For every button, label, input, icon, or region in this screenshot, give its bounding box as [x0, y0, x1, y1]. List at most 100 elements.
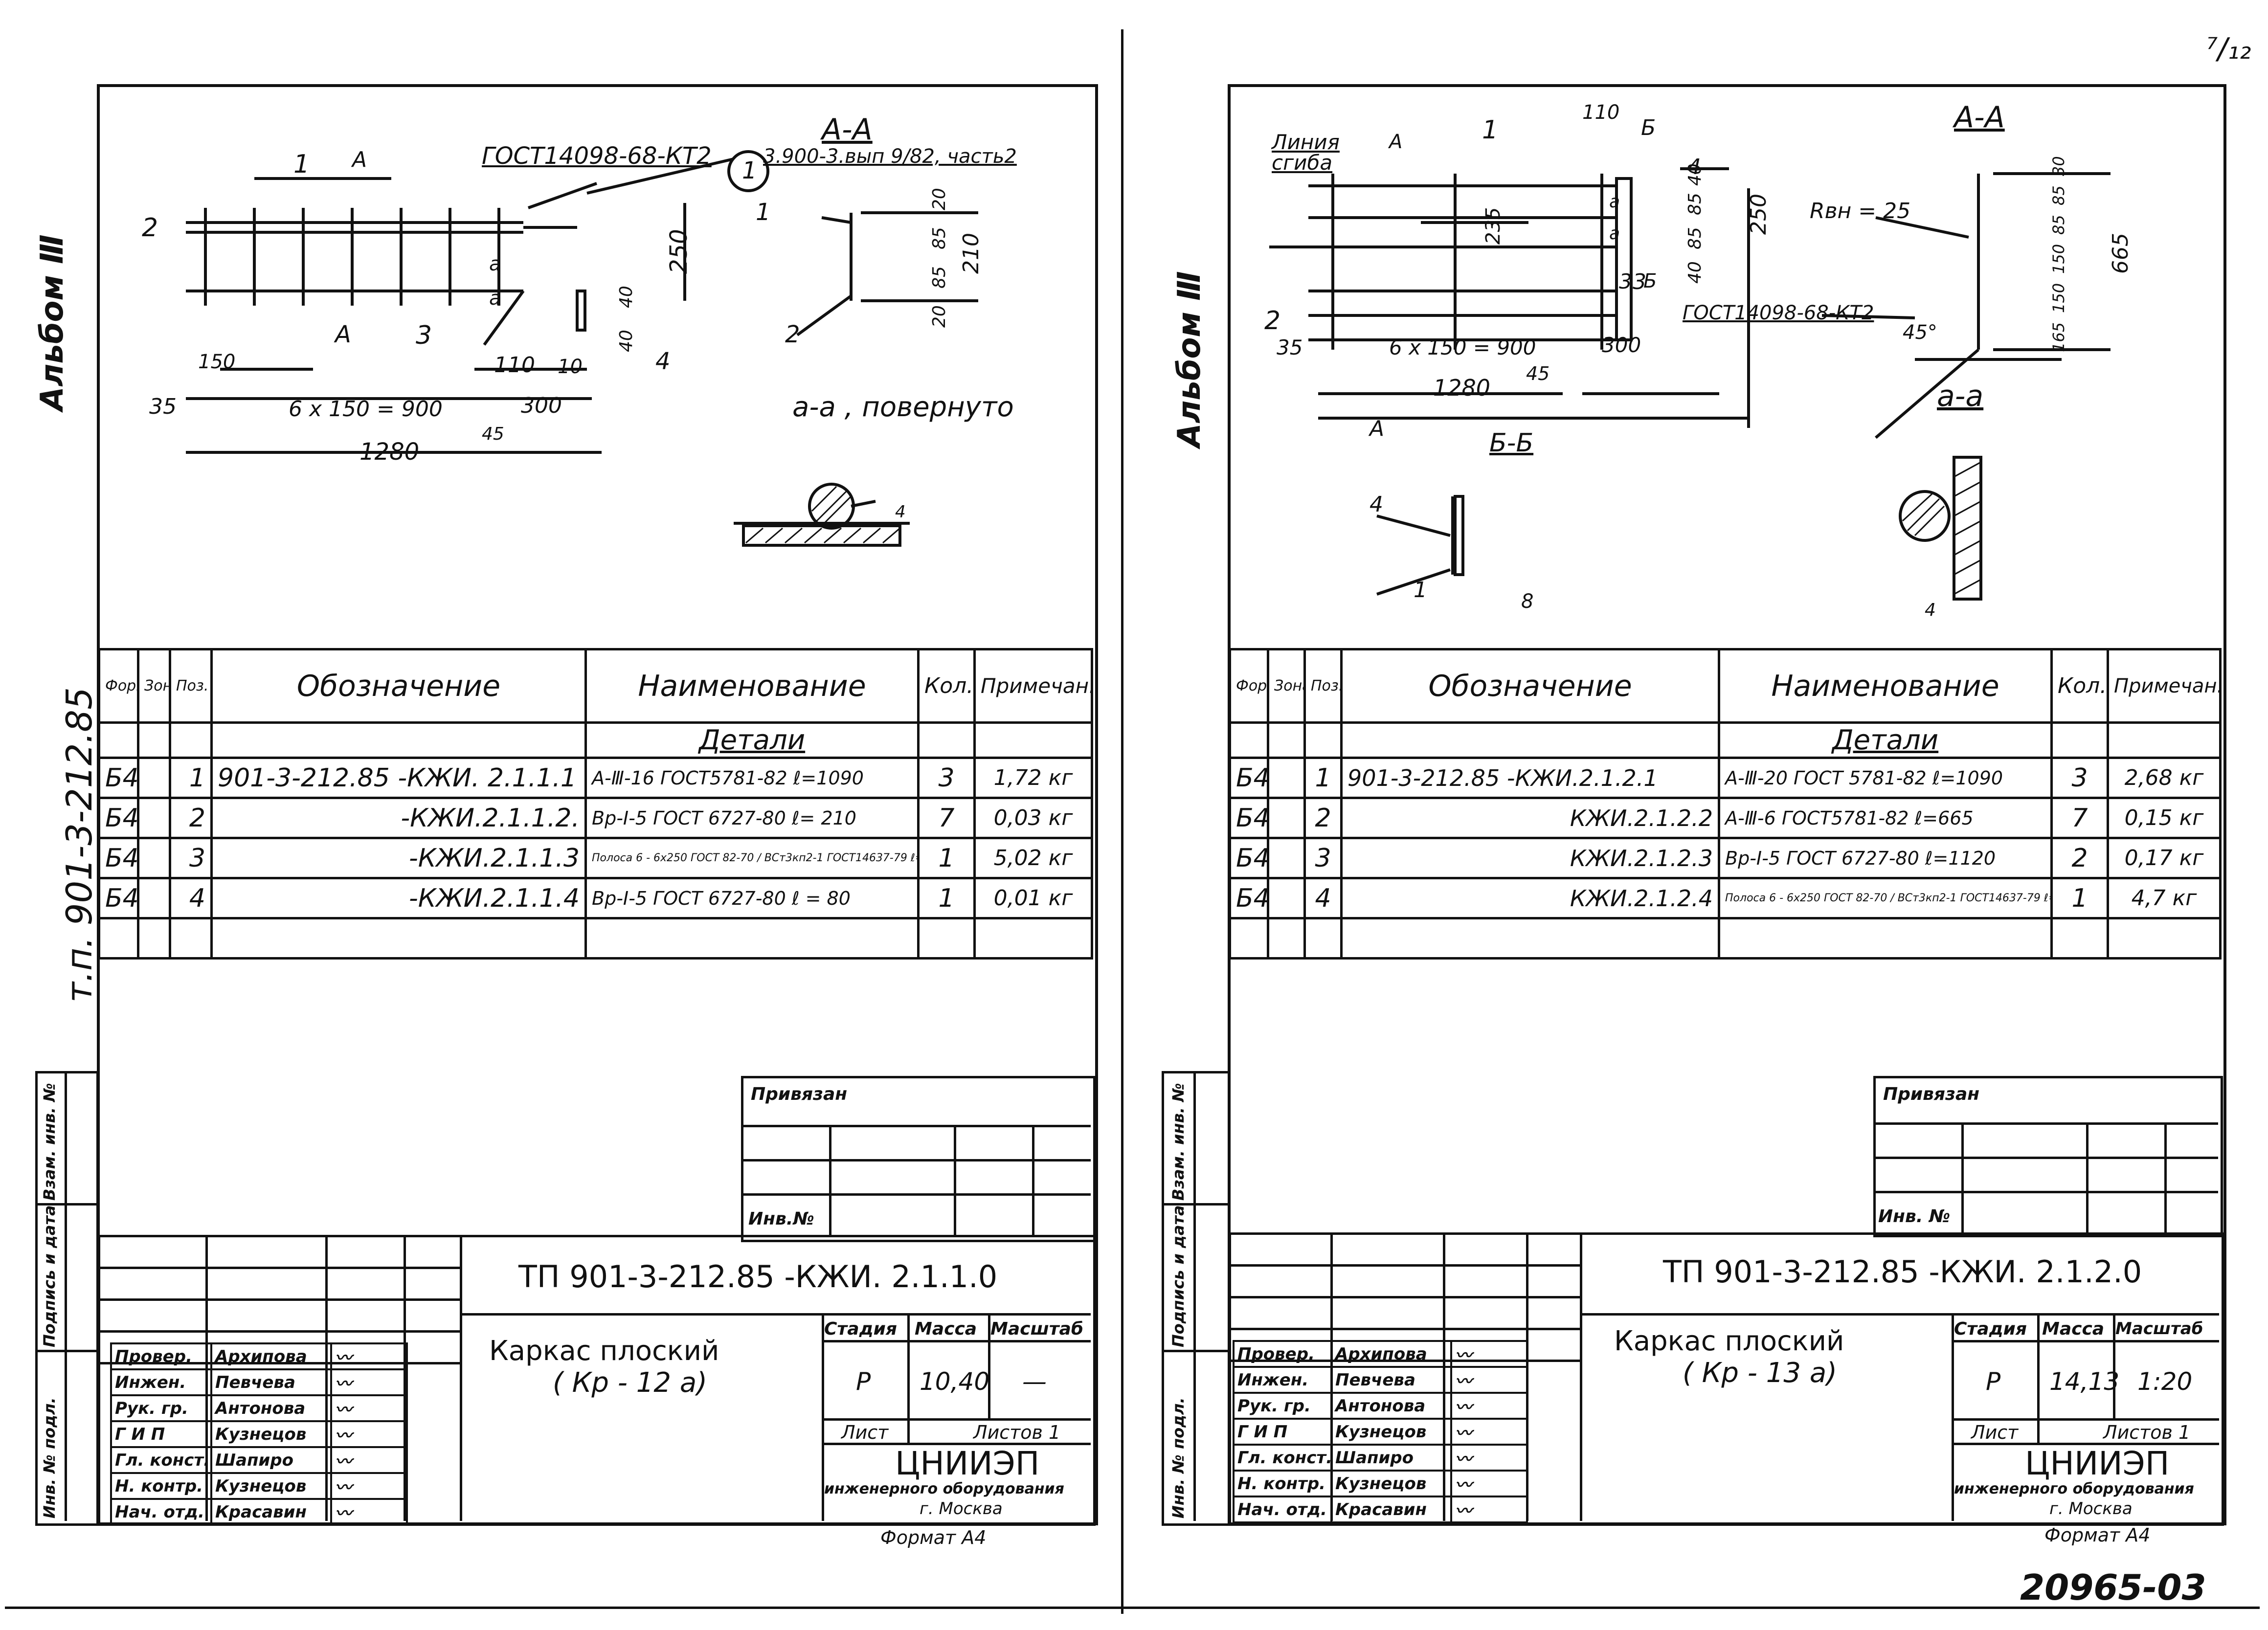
right-bend-line: Линия сгиба — [1272, 130, 1340, 175]
left-privyazan-label: Привязан — [751, 1084, 848, 1104]
left-dim-45: 45 — [482, 424, 504, 444]
left-series-ref: 3.900-3.вып 9/82, часть2 — [763, 145, 1017, 168]
right-city: г. Москва — [2049, 1499, 2133, 1518]
right-pos-1: 1 — [1482, 115, 1499, 145]
right-section-aa-small: а-а — [1937, 379, 1984, 413]
right-dim-900: 6 x 150 = 900 — [1389, 335, 1536, 359]
left-gost-weld: ГОСТ14098-68-КТ2 — [482, 142, 712, 170]
left-dim-900: 6 x 150 = 900 — [289, 397, 443, 422]
left-section-aa-label: А-А — [822, 112, 873, 147]
hdr-format: Формат — [98, 648, 139, 724]
right-mass-label: Масса — [2042, 1319, 2105, 1339]
right-spec-table: Формат Зона Поз. Обозначение Наименовани… — [1229, 648, 2222, 960]
drawing-right — [1269, 167, 2111, 601]
left-dim-20b: 20 — [929, 305, 949, 328]
right-letter-a1: А — [1389, 131, 1403, 153]
center-divider — [1121, 29, 1123, 1614]
left-dim-150: 150 — [198, 351, 236, 373]
left-letter-a2: А — [335, 321, 351, 348]
left-dim-300: 300 — [521, 393, 562, 418]
left-title-main: Каркас плоский — [489, 1335, 719, 1367]
left-side-stamp-vzam: Взам. инв. № — [40, 1083, 59, 1201]
right-title-sub: ( Кр - 13 а) — [1683, 1357, 1837, 1389]
left-sec-pos-1: 1 — [756, 199, 771, 226]
right-side-stamp-inv: Инв. № подл. — [1169, 1397, 1188, 1518]
right-pos-4: 4 — [1687, 155, 1701, 179]
right-sheets-label: Листов 1 — [2103, 1422, 2191, 1443]
hdr-designation: Обозначение — [210, 648, 587, 724]
left-side-stamp-inv: Инв. № подл. — [40, 1397, 59, 1518]
right-dim-165: 165 — [2049, 322, 2068, 352]
left-staff-table: Провер.Архипова〰 Инжен.Певчева〰 Рук. гр.… — [110, 1342, 408, 1526]
right-dim-35: 35 — [1277, 335, 1303, 359]
right-dim-85d: 85 — [2049, 215, 2068, 235]
album-label-left: Альбом Ⅲ — [34, 234, 70, 411]
right-dim-300: 300 — [1602, 333, 1641, 357]
left-sec-pos-2: 2 — [785, 321, 800, 348]
right-org: ЦНИИЭП — [2025, 1445, 2170, 1482]
right-dim-85a: 85 — [1685, 193, 1705, 215]
hdr-pos: Поз. — [169, 648, 213, 724]
right-dim-85c: 85 — [2049, 185, 2068, 205]
hdr-qty: Кол. — [917, 648, 976, 724]
signature: 〰 — [330, 1342, 408, 1370]
right-dim-250: 250 — [1746, 194, 1771, 235]
right-dim-85b: 85 — [1685, 227, 1705, 249]
left-pos-3: 3 — [416, 321, 432, 350]
right-side-stamp-vzam: Взам. инв. № — [1169, 1083, 1188, 1201]
hdr-name: Наименование — [584, 648, 920, 724]
right-angle: 45° — [1903, 321, 1937, 344]
left-letter-a1: А — [352, 147, 367, 172]
left-inv-no: Инв.№ — [748, 1209, 814, 1229]
left-sheet-label: Лист — [841, 1422, 889, 1443]
left-side-stamp-sign: Подпись и дата — [40, 1205, 59, 1347]
left-dim-85a: 85 — [929, 227, 949, 249]
right-dim-8: 8 — [1521, 590, 1534, 613]
left-dim-10: 10 — [558, 356, 583, 378]
right-radius: Rвн = 25 — [1810, 199, 1911, 223]
right-sheet-label: Лист — [1971, 1422, 2019, 1443]
left-spec-table: Формат Зона Поз. Обозначение Наименовани… — [98, 648, 1093, 960]
left-pos-4: 4 — [655, 348, 671, 375]
right-letter-b1: Б — [1641, 115, 1656, 140]
signature: 〰 — [1450, 1340, 1528, 1368]
left-dim-4: 4 — [895, 502, 906, 522]
left-dim-40b: 40 — [616, 330, 636, 352]
hdr-zone: Зона — [137, 648, 171, 724]
right-dim-45: 45 — [1526, 363, 1550, 384]
right-stage-label: Стадия — [1954, 1319, 2027, 1339]
left-dim-85b: 85 — [929, 266, 949, 289]
right-dim-30: 30 — [2049, 156, 2068, 176]
left-mass-label: Масса — [915, 1319, 977, 1339]
right-letter-b2: Б — [1643, 270, 1657, 292]
left-city: г. Москва — [920, 1499, 1003, 1518]
right-pos-2: 2 — [1264, 306, 1281, 335]
right-dim-3: 3 — [1619, 269, 1632, 293]
right-section-bb: Б-Б — [1489, 428, 1534, 458]
left-side-stamp — [35, 1071, 99, 1526]
left-scale-label: Масштаб — [990, 1319, 1083, 1339]
left-dim-250: 250 — [665, 229, 693, 274]
hdr-note: Примечан. — [973, 648, 1093, 724]
bottom-border — [5, 1607, 2260, 1609]
right-dim-4: 4 — [1925, 600, 1936, 620]
right-section-aa: А-А — [1954, 100, 2005, 134]
right-dim-150b: 150 — [2049, 283, 2068, 313]
right-side-stamp-sign: Подпись и дата — [1169, 1205, 1188, 1347]
right-inv-no: Инв. № — [1878, 1206, 1951, 1227]
right-title-code: ТП 901-3-212.85 -КЖИ. 2.1.2.0 — [1663, 1254, 2142, 1290]
album-label-right: Альбом Ⅲ — [1171, 271, 1208, 447]
section-title: Детали — [584, 721, 920, 759]
left-format: Формат А4 — [880, 1527, 987, 1548]
right-staff-table: Провер.Архипова〰 Инжен.Певчева〰 Рук. гр.… — [1233, 1340, 1528, 1523]
drawing-number: 20965-03 — [2020, 1567, 2206, 1608]
left-title-sub: ( Кр - 12 а) — [553, 1367, 707, 1399]
left-dim-20a: 20 — [929, 188, 949, 210]
right-dim-110: 110 — [1582, 101, 1620, 124]
right-dim-150a: 150 — [2049, 244, 2068, 274]
